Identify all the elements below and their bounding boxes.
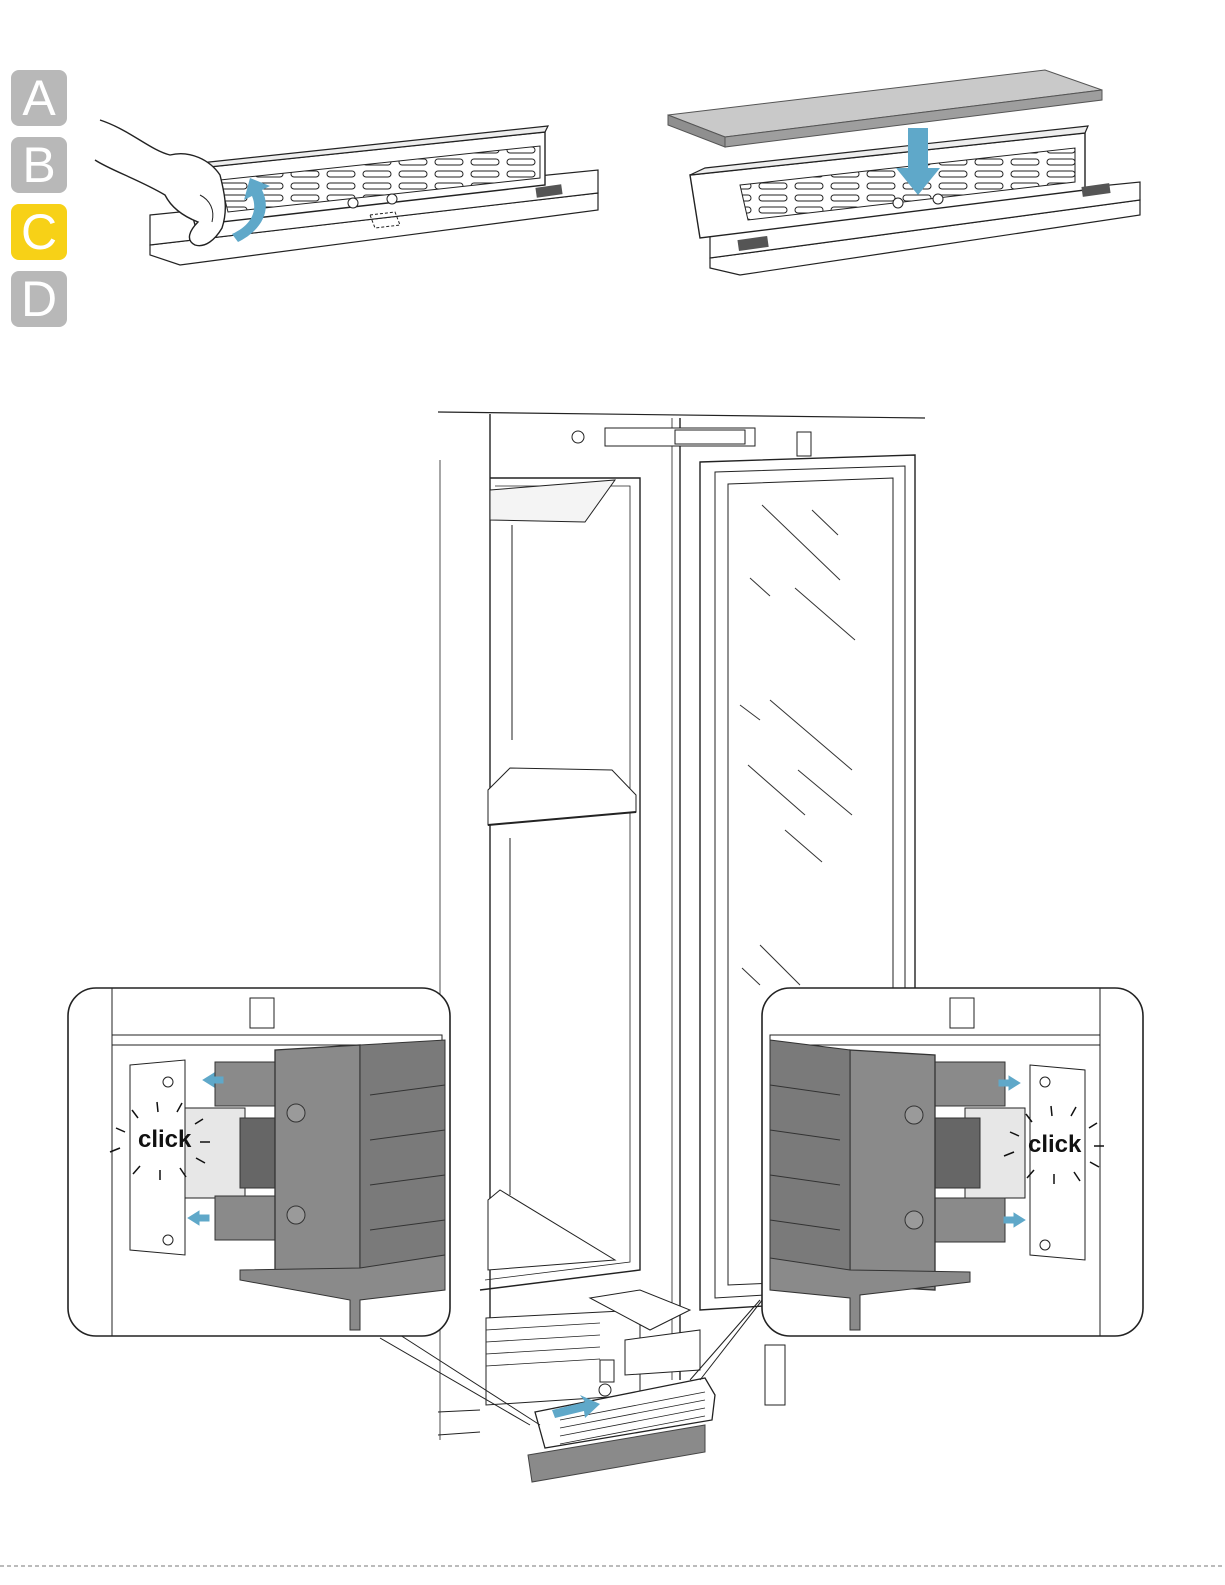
click-label-left: click (138, 1126, 191, 1154)
panel-install-figure (668, 70, 1140, 275)
grille-removal-figure (95, 120, 598, 265)
right-detail-callout (762, 988, 1143, 1336)
click-label-right: click (1028, 1131, 1081, 1159)
left-detail-callout (68, 988, 450, 1336)
